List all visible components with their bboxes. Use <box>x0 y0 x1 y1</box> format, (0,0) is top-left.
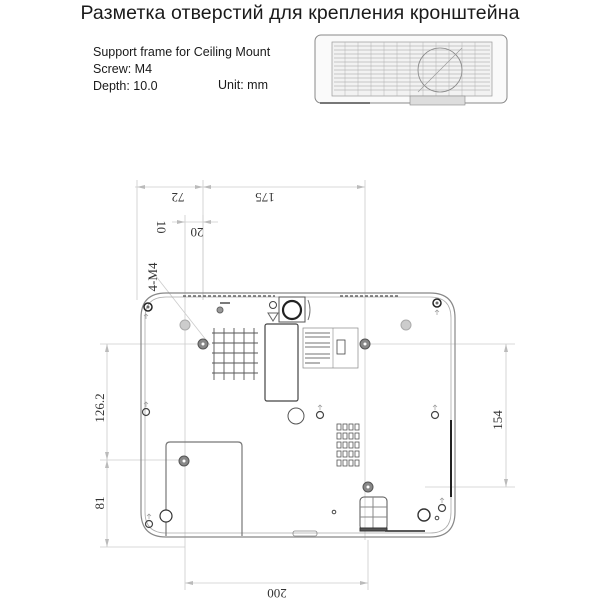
dim-72: 72 <box>172 190 185 205</box>
page-title: Разметка отверстий для крепления кронште… <box>80 2 520 24</box>
dim-175: 175 <box>255 190 275 205</box>
interior-features <box>159 296 440 536</box>
dimension-lines <box>100 180 515 590</box>
dim-154: 154 <box>490 410 505 430</box>
spec-block: Support frame for Ceiling Mount Screw: M… <box>93 44 270 95</box>
dimension-arrows <box>105 185 508 585</box>
screw-holes <box>141 298 447 529</box>
spec-screw-label: Screw: M4 <box>93 62 153 76</box>
projector-front-view <box>314 34 508 106</box>
unit-label: Unit: mm <box>218 78 268 92</box>
mount-points <box>178 319 412 493</box>
dim-10: 10 <box>154 221 169 234</box>
screw-callout: 4-M4 <box>145 262 160 291</box>
dim-20: 20 <box>191 225 204 240</box>
dim-126-2: 126.2 <box>92 393 107 422</box>
dimension-labels: 72 175 20 10 4-M4 126.2 81 154 200 <box>92 190 505 600</box>
spec-frame-label: Support frame for Ceiling Mount <box>93 45 271 59</box>
dim-200: 200 <box>267 586 287 600</box>
spec-depth-label: Depth: 10.0 <box>93 79 158 93</box>
dim-81: 81 <box>92 497 107 510</box>
